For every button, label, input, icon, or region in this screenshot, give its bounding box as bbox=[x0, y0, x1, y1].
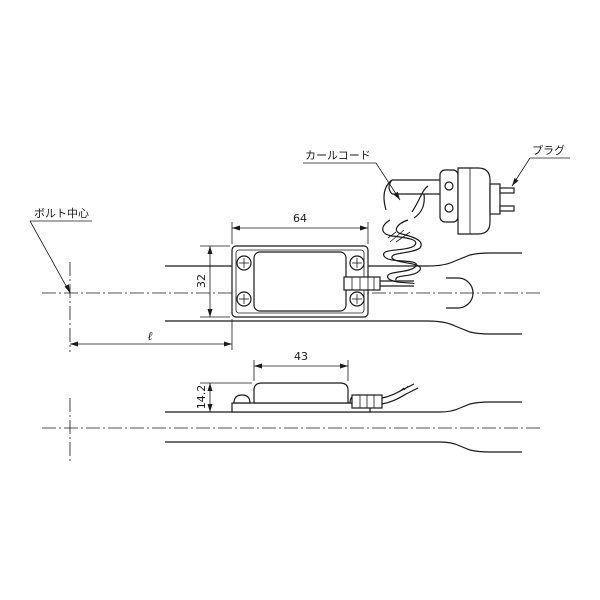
dimension-label-32: 32 bbox=[195, 274, 208, 288]
dimension-label-64: 64 bbox=[293, 212, 307, 225]
dimension-32 bbox=[200, 245, 230, 318]
label-bolt-center: ボルト中心 bbox=[34, 207, 89, 220]
bar-outline-bottom bbox=[165, 320, 522, 335]
side-view: 43 14.2 bbox=[42, 350, 540, 462]
screw-icon bbox=[349, 255, 365, 271]
bar-outline-top bbox=[165, 252, 522, 267]
label-plug: プラグ bbox=[532, 143, 565, 157]
label-curl-cord: カールコード bbox=[305, 149, 371, 162]
screw-icon bbox=[349, 291, 365, 307]
leader-plug bbox=[511, 157, 570, 187]
screw-head-left bbox=[233, 394, 251, 404]
top-view: 64 32 ℓ ボルト中心 カ bbox=[29, 143, 570, 352]
dimension-label-l: ℓ bbox=[148, 329, 153, 343]
dimension-43 bbox=[253, 360, 349, 381]
dimension-label-43: 43 bbox=[294, 350, 308, 363]
cable-connector-side bbox=[351, 383, 419, 409]
dimension-label-14-2: 14.2 bbox=[195, 385, 208, 410]
sensor-body-side bbox=[253, 382, 349, 404]
leader-bolt-center bbox=[29, 220, 92, 294]
bar-slot bbox=[446, 277, 474, 309]
leader-curl-cord bbox=[303, 162, 401, 201]
screw-icon bbox=[236, 255, 252, 271]
cable-connector-top bbox=[343, 276, 414, 291]
bar-bottom-side bbox=[165, 441, 522, 453]
sensor-window bbox=[253, 251, 347, 312]
base-plate-side bbox=[231, 402, 371, 413]
dimension-14-2 bbox=[200, 382, 252, 413]
dimension-64 bbox=[231, 222, 369, 244]
dimension-l bbox=[70, 319, 233, 350]
plug-icon bbox=[439, 167, 515, 235]
screw-icon bbox=[236, 291, 252, 307]
bar-top-side bbox=[165, 401, 522, 413]
curl-cord bbox=[382, 179, 440, 285]
